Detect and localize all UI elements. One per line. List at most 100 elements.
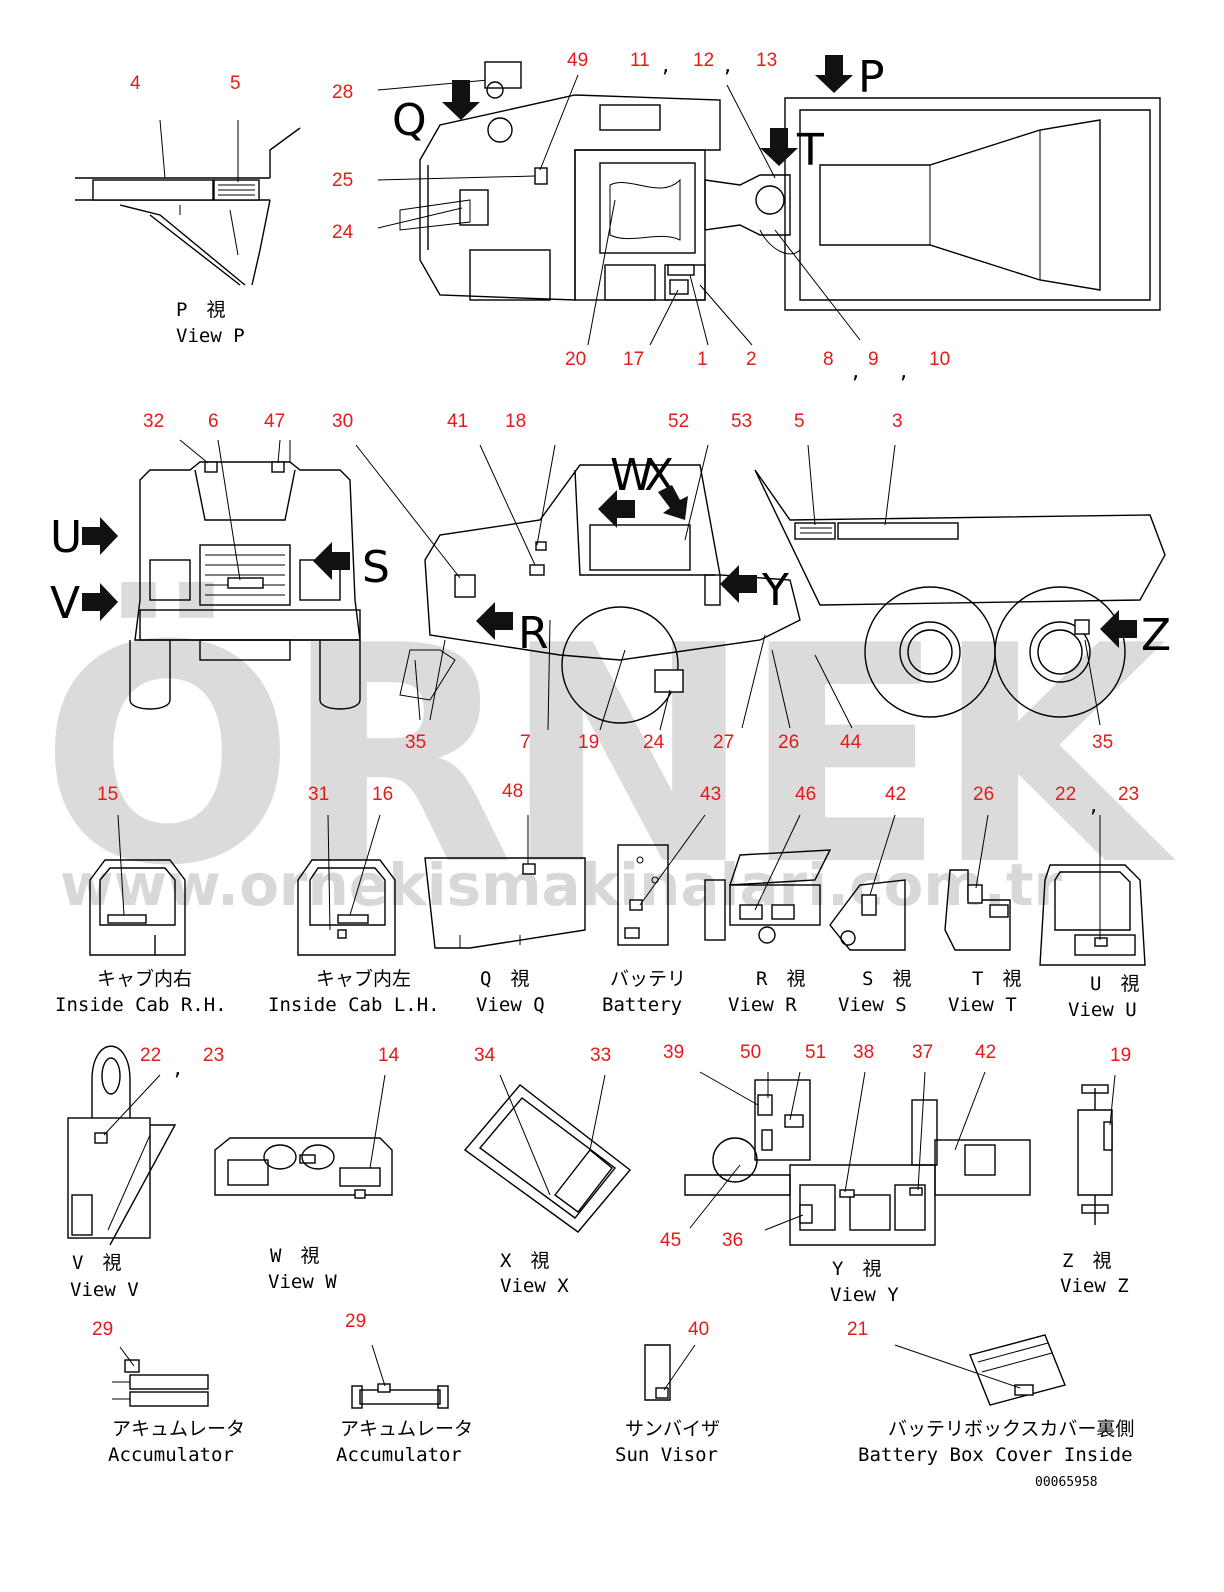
callout-38: 38 — [853, 1042, 874, 1063]
callout-2: 2 — [746, 349, 757, 370]
view-letter-p: P — [858, 52, 885, 103]
callout-25: 25 — [332, 170, 353, 191]
callout-14: 14 — [378, 1045, 400, 1066]
view-letter-z: Z — [1141, 610, 1171, 661]
view-x-drawing — [463, 1074, 632, 1233]
callout-23-v: 23 — [203, 1045, 224, 1066]
callout-36: 36 — [722, 1230, 743, 1251]
callout-10: 10 — [929, 349, 950, 370]
callout-40: 40 — [688, 1319, 709, 1340]
caption-view-w-en: View W — [268, 1271, 337, 1293]
view-letter-w: W — [610, 450, 654, 501]
comma: , — [898, 361, 909, 383]
callout-29-b: 29 — [345, 1311, 366, 1332]
callout-3: 3 — [892, 411, 903, 432]
caption-cab-lh-jp: キャブ内左 — [316, 967, 411, 990]
callout-37: 37 — [912, 1042, 933, 1063]
callout-28: 28 — [332, 82, 353, 103]
view-r-arrow — [476, 602, 513, 640]
caption-accumulator-1-jp: アキュムレータ — [112, 1418, 245, 1440]
caption-view-v-jp: V 視 — [72, 1252, 121, 1274]
callout-31: 31 — [308, 784, 329, 805]
caption-view-q-en: View Q — [476, 994, 545, 1016]
view-x-arrow — [658, 485, 688, 520]
caption-battery-jp: バッテリ — [610, 968, 686, 990]
callout-35-rear: 35 — [1092, 732, 1113, 753]
caption-cab-rh-en: Inside Cab R.H. — [55, 994, 227, 1016]
callout-42-y: 42 — [975, 1042, 996, 1063]
view-u-drawing — [1039, 815, 1146, 966]
top-view-drawing — [377, 61, 1161, 346]
caption-view-x-en: View X — [500, 1275, 569, 1297]
caption-view-p-en: View P — [176, 325, 245, 347]
side-view-drawing — [355, 444, 1166, 731]
callout-8: 8 — [823, 349, 834, 370]
callout-18: 18 — [505, 411, 526, 432]
callout-30: 30 — [332, 411, 353, 432]
caption-view-s-en: View S — [838, 994, 907, 1016]
watermark-url: www.ornekismakinalari.com.tr — [60, 851, 1063, 919]
accumulator-2-drawing — [351, 1344, 449, 1409]
caption-view-w-jp: W 視 — [270, 1245, 319, 1267]
battery-box-cover-drawing — [894, 1334, 1066, 1406]
view-letter-s: S — [362, 542, 390, 593]
callout-12: 12 — [693, 50, 714, 71]
view-y-arrow — [720, 565, 757, 603]
view-q-drawing — [424, 815, 586, 949]
view-z-drawing — [1077, 1074, 1116, 1225]
callout-15: 15 — [97, 784, 118, 805]
caption-view-t-en: View T — [948, 994, 1017, 1016]
callout-21: 21 — [847, 1319, 868, 1340]
view-r-drawing — [704, 814, 832, 944]
caption-battery-box-cover-jp: バッテリボックスカバー裏側 — [888, 1418, 1134, 1440]
callout-5: 5 — [230, 73, 241, 94]
view-v-drawing — [67, 1045, 177, 1246]
callout-19-z: 19 — [1110, 1045, 1131, 1066]
callout-49: 49 — [567, 50, 588, 71]
caption-accumulator-2-jp: アキュムレータ — [340, 1418, 473, 1440]
caption-view-z-en: View Z — [1060, 1275, 1129, 1297]
caption-view-u-en: View U — [1068, 999, 1137, 1021]
view-w-arrow — [598, 490, 635, 528]
callout-11: 11 — [630, 50, 650, 71]
sun-visor-drawing — [644, 1344, 696, 1401]
callout-43: 43 — [700, 784, 721, 805]
caption-view-q-jp: Q 視 — [480, 968, 529, 990]
callout-42: 42 — [885, 784, 906, 805]
view-letter-r: R — [518, 608, 549, 659]
view-z-arrow — [1100, 610, 1137, 648]
callout-35: 35 — [405, 732, 426, 753]
callout-4: 4 — [130, 73, 141, 94]
view-letter-y: Y — [761, 565, 789, 616]
callout-7: 7 — [520, 732, 531, 753]
caption-accumulator-2-en: Accumulator — [336, 1444, 462, 1466]
caption-battery-box-cover-en: Battery Box Cover Inside — [858, 1444, 1133, 1466]
comma: , — [850, 361, 861, 383]
view-v-arrow — [82, 583, 118, 621]
view-q-arrow — [442, 80, 480, 120]
callout-41: 41 — [447, 411, 468, 432]
caption-battery-en: Battery — [602, 994, 682, 1016]
watermark-brand: ÖRNEK — [40, 579, 1178, 931]
front-view-drawing — [129, 439, 361, 710]
callout-33: 33 — [590, 1045, 611, 1066]
callout-29: 29 — [92, 1319, 113, 1340]
comma: , — [172, 1058, 183, 1080]
callout-20: 20 — [565, 349, 586, 370]
caption-view-s-jp: S 視 — [862, 968, 911, 990]
caption-cab-lh-en: Inside Cab L.H. — [268, 994, 440, 1016]
view-w-drawing — [214, 1074, 393, 1199]
comma: , — [722, 55, 733, 77]
view-u-arrow — [82, 517, 118, 555]
caption-sun-visor-jp: サンバイザ — [625, 1418, 720, 1440]
watermark: ÖRNEK www.ornekismakinalari.com.tr — [40, 579, 1190, 931]
view-t-drawing — [944, 814, 1011, 951]
callout-9: 9 — [868, 349, 879, 370]
caption-view-y-jp: Y 視 — [832, 1258, 881, 1280]
caption-cab-rh-jp: キャブ内右 — [97, 967, 192, 990]
callout-47: 47 — [264, 411, 285, 432]
comma: , — [1088, 795, 1099, 817]
view-s-drawing — [829, 814, 906, 951]
caption-view-u-jp: U 視 — [1090, 973, 1139, 995]
